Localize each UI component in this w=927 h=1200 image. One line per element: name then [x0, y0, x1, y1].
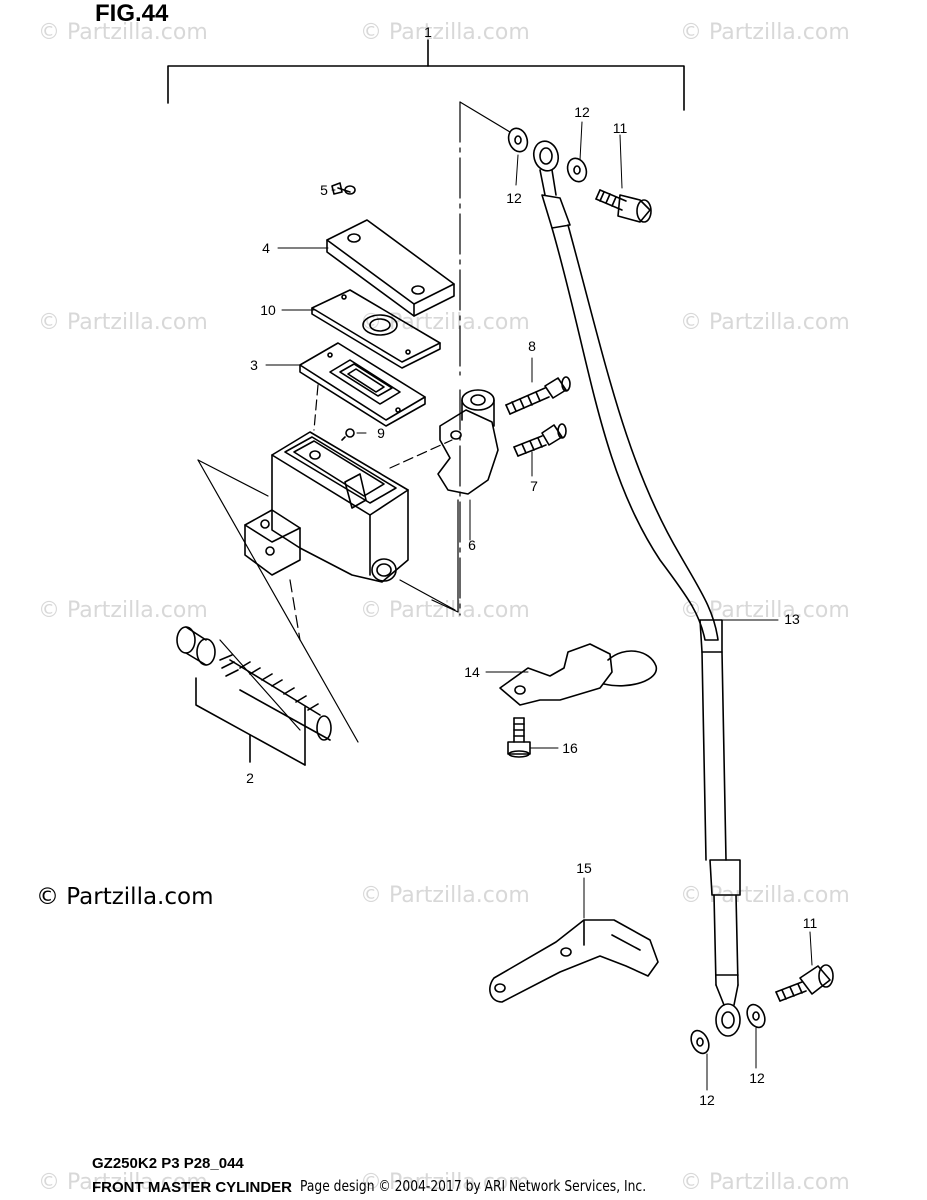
callout-4: 4	[262, 240, 270, 256]
banjo-bolt-part-11	[595, 189, 652, 223]
washer-part-12	[507, 127, 529, 153]
diagram-name: FRONT MASTER CYLINDER	[92, 1179, 292, 1196]
assembly-bracket-1	[167, 39, 685, 111]
callout-12: 12	[506, 190, 522, 206]
watermark: © Partzilla.com	[360, 883, 530, 908]
callout-11: 11	[803, 915, 818, 931]
assembly-guide-lines	[197, 101, 511, 743]
washer-part-12	[690, 1029, 710, 1055]
watermark: © Partzilla.com	[38, 20, 208, 45]
callout-14: 14	[464, 664, 480, 680]
callout-12: 12	[749, 1070, 765, 1086]
watermark: © Partzilla.com	[360, 1170, 530, 1195]
bolt-part-8	[505, 376, 571, 415]
master-cylinder-body	[244, 431, 409, 583]
watermark: © Partzilla.com	[680, 20, 850, 45]
washer-part-12	[566, 157, 588, 183]
clamp-part-14	[499, 643, 657, 706]
callout-12: 12	[699, 1092, 715, 1108]
banjo-bolt-part-11	[775, 964, 834, 1002]
bolt-part-7	[513, 423, 567, 457]
watermark: © Partzilla.com	[38, 1170, 208, 1195]
watermark: © Partzilla.com	[680, 598, 850, 623]
watermark: © Partzilla.com	[38, 598, 208, 623]
model-code: GZ250K2 P3 P28_044	[92, 1155, 244, 1172]
callout-11: 11	[613, 120, 628, 136]
callout-7: 7	[530, 478, 538, 494]
callout-13: 13	[784, 611, 800, 627]
reservoir-cap-part-4	[326, 219, 455, 317]
watermark: © Partzilla.com	[360, 598, 530, 623]
plate-part-10	[311, 289, 441, 369]
washer-part-12	[746, 1003, 766, 1029]
clip-part-9	[341, 428, 355, 441]
watermark: © Partzilla.com	[680, 1170, 850, 1195]
brand-copyright: © Partzilla.com	[36, 884, 214, 910]
callout-6: 6	[468, 537, 476, 553]
callout-9: 9	[377, 425, 385, 441]
callout-8: 8	[528, 338, 536, 354]
page-copyright: Page design © 2004-2017 by ARI Network S…	[300, 1177, 647, 1195]
watermark: © Partzilla.com	[360, 20, 530, 45]
figure-title: FIG.44	[95, 0, 169, 27]
bracket-part-15	[489, 919, 659, 1003]
callout-16: 16	[562, 740, 578, 756]
holder-part-6	[437, 389, 499, 495]
diaphragm-part-3	[299, 342, 426, 427]
watermark: © Partzilla.com	[680, 310, 850, 335]
callout-3: 3	[250, 357, 258, 373]
callout-1: 1	[424, 24, 432, 40]
piston-kit-part-2	[176, 626, 332, 766]
leader-lines	[265, 121, 813, 1091]
callout-12: 12	[574, 104, 590, 120]
callout-5: 5	[320, 182, 328, 198]
bolt-part-16	[507, 717, 531, 758]
callout-15: 15	[576, 860, 592, 876]
watermark: © Partzilla.com	[38, 310, 208, 335]
screw-part-5	[331, 182, 356, 195]
watermark: © Partzilla.com	[680, 883, 850, 908]
brake-hose-part-13	[532, 140, 741, 1037]
callout-2: 2	[246, 770, 254, 786]
callout-10: 10	[260, 302, 276, 318]
